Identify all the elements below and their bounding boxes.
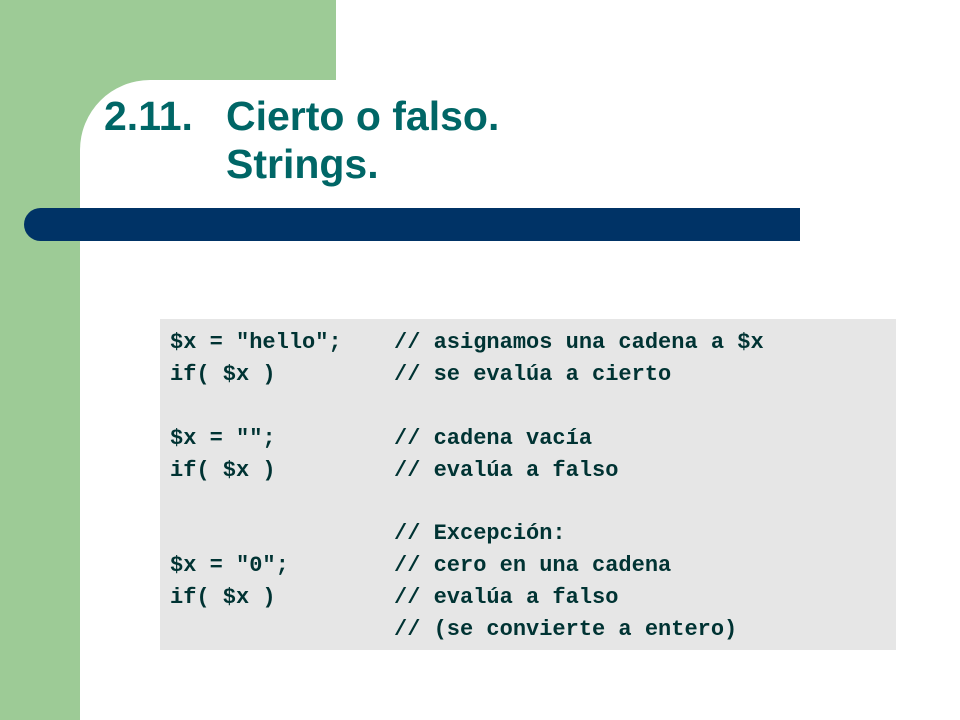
code-line: // Excepción: xyxy=(170,518,896,550)
code-line: if( $x ) // evalúa a falso xyxy=(170,455,896,487)
code-comment: // (se convierte a entero) xyxy=(394,617,738,643)
code-comment: // se evalúa a cierto xyxy=(394,361,672,387)
white-rounded-corner xyxy=(80,80,480,280)
code-block: $x = "hello"; // asignamos una cadena a $… xyxy=(160,319,896,650)
title-underline-bar xyxy=(24,208,800,241)
code-comment: // Excepción: xyxy=(394,521,566,547)
code-comment: // evalúa a falso xyxy=(394,457,619,483)
code-statement xyxy=(170,486,394,518)
code-statement: $x = "0"; xyxy=(170,553,289,579)
code-comment: // asignamos una cadena a $x xyxy=(394,330,764,355)
code-statement: if( $x ) xyxy=(170,361,276,387)
code-statement: $x = ""; xyxy=(170,425,276,451)
code-statement: if( $x ) xyxy=(170,457,276,483)
title-bar-notch xyxy=(65,241,80,242)
code-line: if( $x ) // evalúa a falso xyxy=(170,582,896,614)
title-text-line2: Strings. xyxy=(226,141,379,187)
code-line: $x = "0"; // cero en una cadena xyxy=(170,550,896,582)
code-comment: // evalúa a falso xyxy=(394,585,619,611)
code-statement xyxy=(170,391,394,423)
code-line: if( $x ) // se evalúa a cierto xyxy=(170,359,896,391)
code-line: $x = ""; // cadena vacía xyxy=(170,423,896,455)
code-comment: // cero en una cadena xyxy=(394,553,672,579)
code-statement xyxy=(170,614,394,646)
title-number: 2.11. xyxy=(104,93,193,139)
code-statement xyxy=(170,518,394,550)
code-comment: // cadena vacía xyxy=(394,425,593,451)
code-line: // (se convierte a entero) xyxy=(170,614,896,646)
title-first-line: 2.11. Cierto o falso. xyxy=(104,92,499,140)
code-line: $x = "hello"; // asignamos una cadena a $… xyxy=(170,327,896,359)
code-line-blank xyxy=(170,391,896,423)
code-line-blank xyxy=(170,486,896,518)
title-text-line1: Cierto o falso. xyxy=(226,93,500,139)
code-statement: $x = "hello"; xyxy=(170,330,342,355)
code-statement: if( $x ) xyxy=(170,585,276,611)
slide-title: 2.11. Cierto o falso. Strings. xyxy=(104,92,499,188)
